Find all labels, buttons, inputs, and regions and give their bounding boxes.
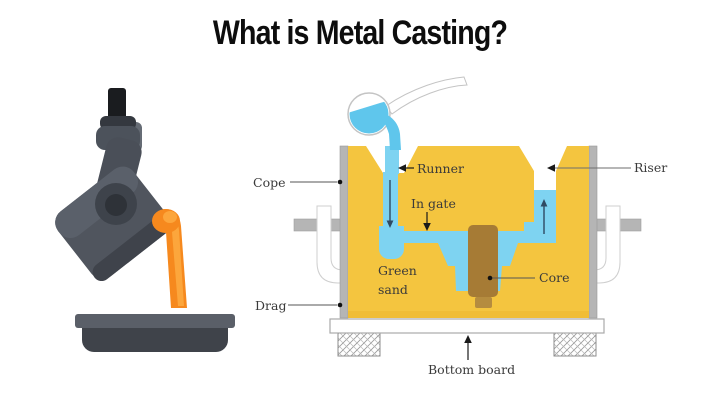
core-print xyxy=(475,297,492,308)
sprue-funnel-fill xyxy=(385,146,399,174)
ladle-liquid xyxy=(349,99,389,134)
clamp-left xyxy=(293,205,353,284)
ladle-handle xyxy=(385,76,468,115)
flask-wall-right xyxy=(588,145,598,319)
label-core: Core xyxy=(539,270,570,285)
label-runner: Runner xyxy=(417,161,464,176)
pouring-ladle-icon xyxy=(347,76,468,150)
leader-in-gate xyxy=(423,212,431,231)
leader-bottom-board xyxy=(464,335,472,360)
leader-core xyxy=(487,275,535,281)
bottom-board-shape xyxy=(329,318,605,334)
sand-bottom-edge xyxy=(348,311,589,318)
hanger-rod xyxy=(108,88,126,120)
label-in-gate: In gate xyxy=(411,196,456,211)
crucible-pouring-illustration xyxy=(55,88,235,352)
flask-wall-left xyxy=(339,145,349,319)
flow-arrows xyxy=(386,180,548,234)
label-green-sand: Green sand xyxy=(378,263,417,297)
label-drag: Drag xyxy=(255,298,287,313)
riser-funnel-opening xyxy=(519,146,567,190)
label-bottom-board: Bottom board xyxy=(428,362,516,377)
molten-pour-highlight xyxy=(163,211,177,223)
mold-cross-section xyxy=(288,76,642,360)
wood-support-right xyxy=(553,332,597,357)
leader-runner xyxy=(398,164,414,172)
riser-channel xyxy=(534,190,556,243)
pivot-hub xyxy=(105,194,127,216)
label-riser: Riser xyxy=(634,160,668,175)
callout-lines xyxy=(288,164,631,360)
label-cope: Cope xyxy=(253,175,286,190)
mold-tray xyxy=(75,314,235,352)
molten-metal-stream xyxy=(157,208,187,308)
leader-cope xyxy=(290,179,343,185)
leader-drag xyxy=(288,302,343,308)
page-title: What is Metal Casting? xyxy=(212,14,508,52)
wood-support-left xyxy=(337,332,381,357)
leader-riser xyxy=(547,164,631,172)
core-shape xyxy=(468,225,498,297)
pour-stream xyxy=(380,114,401,150)
